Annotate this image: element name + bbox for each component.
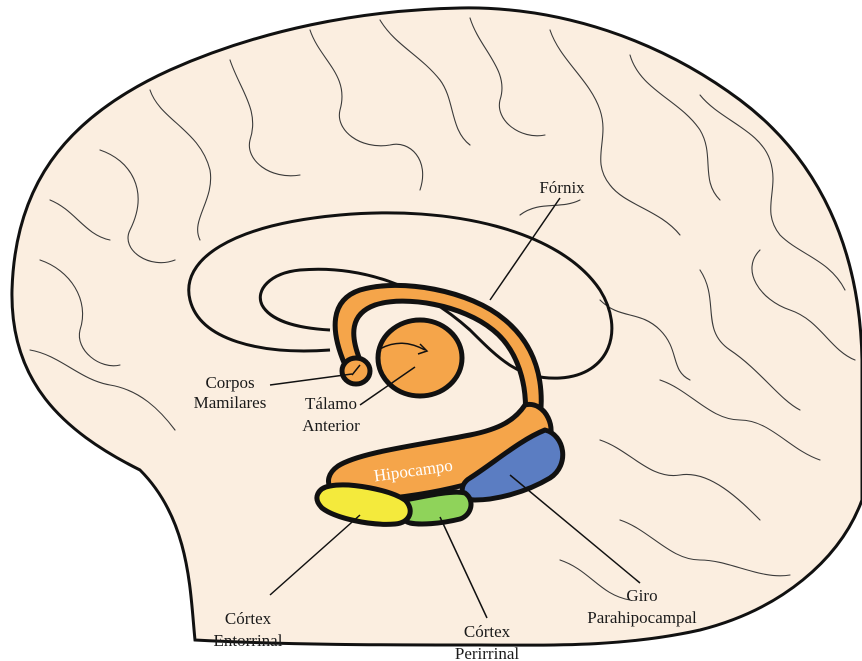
label-perirrinal-line2: Perirrinal — [455, 644, 519, 661]
label-talamo-line1: Tálamo — [305, 394, 357, 413]
label-entorrinal-line1: Córtex — [225, 609, 272, 628]
label-perirrinal-line1: Córtex — [464, 622, 511, 641]
label-corpos-line2: Mamilares — [194, 393, 267, 412]
label-talamo-line2: Anterior — [302, 416, 360, 435]
label-entorrinal-line2: Entorrinal — [214, 631, 283, 650]
label-corpos-line1: Corpos — [205, 373, 254, 392]
label-fornix: Fórnix — [539, 178, 585, 197]
label-parahipocampal-line2: Parahipocampal — [587, 608, 697, 627]
label-parahipocampal-line1: Giro — [626, 586, 657, 605]
